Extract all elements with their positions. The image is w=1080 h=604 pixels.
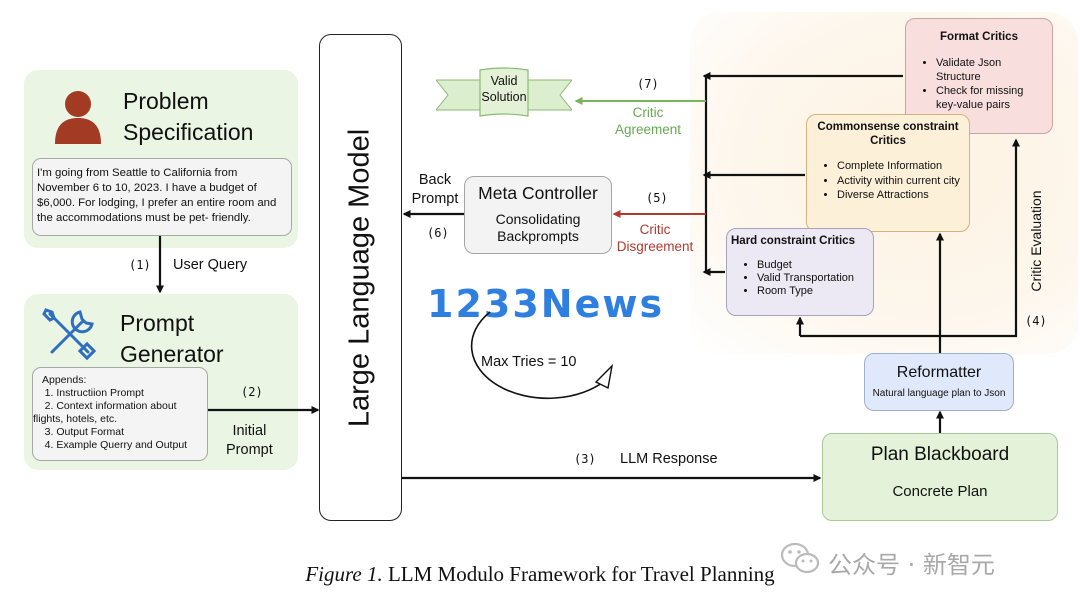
- format-critics-title: Format Critics: [940, 31, 1018, 43]
- plan-blackboard-title: Plan Blackboard: [870, 444, 1010, 465]
- max-tries-loop-arrowhead: [594, 363, 614, 390]
- back-prompt-step: (6): [427, 226, 449, 240]
- prompt-generator-title: Prompt Generator: [120, 310, 224, 367]
- critic-agreement-label: Critic Agreement: [614, 105, 682, 137]
- appends-item: 2. Context information about: [33, 400, 177, 412]
- figure-caption-text: LLM Modulo Framework for Travel Planning: [382, 562, 775, 586]
- figure-caption: Figure 1. LLM Modulo Framework for Trave…: [305, 562, 774, 587]
- back-prompt-label: Back Prompt: [411, 172, 459, 207]
- appends-item: 1. Instructiion Prompt: [33, 387, 144, 399]
- hard-constraint-critics-item: Budget: [757, 259, 871, 271]
- commonsense-critics-box: [806, 114, 970, 232]
- initial-prompt-step: (2): [241, 385, 263, 399]
- user-query-step: (1): [129, 258, 151, 272]
- reformatter-title: Reformatter: [896, 364, 982, 381]
- prompt-appends-box: [32, 367, 208, 461]
- commonsense-critics-title: Commonsense constraint Critics: [817, 121, 959, 147]
- format-critics-item: Validate Json Structure: [936, 57, 1046, 84]
- appends-item: 4. Example Querry and Output: [33, 439, 188, 451]
- meta-controller-box: [464, 176, 612, 254]
- hard-constraint-critics-item: Valid Transportation: [757, 272, 871, 284]
- commonsense-critics-item: Diverse Attractions: [837, 189, 963, 203]
- valid-solution-label: Valid Solution: [481, 74, 527, 104]
- reformatter-subtitle: Natural language plan to Json: [872, 388, 1006, 399]
- figure-caption-number: Figure 1.: [305, 562, 383, 586]
- reformatter-box: [864, 353, 1014, 411]
- critic-evaluation-step: (4): [1025, 314, 1047, 328]
- plan-blackboard-box: [822, 433, 1058, 521]
- commonsense-critics-item: Activity within current city: [837, 175, 963, 189]
- problem-statement-text: I'm going from Seattle to California fro…: [37, 167, 277, 224]
- llm-response-label: LLM Response: [620, 451, 718, 467]
- problem-specification-title: Problem Specification: [123, 88, 254, 145]
- initial-prompt-label: Initial Prompt: [226, 423, 273, 458]
- hard-constraint-critics-item: Room Type: [757, 285, 871, 297]
- critic-disagreement-step: (5): [646, 191, 668, 205]
- wechat-icon: [780, 542, 820, 576]
- critic-evaluation-path: [800, 138, 1020, 338]
- plan-blackboard-subtitle: Concrete Plan: [892, 483, 988, 500]
- user-query-label: User Query: [173, 257, 248, 273]
- max-tries-loop-arrow: [470, 311, 607, 400]
- hard-constraint-critics-title: Hard constraint Critics: [731, 235, 855, 247]
- commonsense-critics-item: Complete Information: [837, 160, 963, 174]
- appends-item: 3. Output Format: [33, 426, 125, 438]
- hard-constraint-critics-box: [726, 228, 874, 316]
- watermark-text: 1233News: [427, 282, 665, 326]
- tools-icon: [42, 306, 98, 362]
- problem-statement-box: [32, 158, 292, 236]
- appends-list: 1. Instructiion Prompt 2. Context inform…: [33, 387, 187, 452]
- user-icon: [52, 88, 104, 144]
- format-critics-item: Check for missing key-value pairs: [936, 85, 1046, 112]
- appends-item: flights, hotels, etc.: [33, 413, 118, 425]
- valid-solution-banner: [434, 66, 574, 122]
- critic-disagreement-label: Critic Disgreement: [616, 222, 694, 254]
- max-tries-label: Max Tries = 10: [481, 354, 577, 370]
- hard-constraint-critics-list: Budget Valid Transportation Room Type: [743, 259, 871, 298]
- format-critics-list: Validate Json Structure Check for missin…: [922, 57, 1046, 113]
- meta-controller-title: Meta Controller: [478, 183, 598, 203]
- critic-agreement-step: (7): [637, 77, 659, 91]
- meta-controller-subtitle: Consolidating Backprompts: [495, 211, 581, 244]
- large-language-model-box: [319, 34, 402, 521]
- wechat-account-text: 公众号 · 新智元: [828, 551, 995, 579]
- appends-title: Appends:: [42, 374, 87, 386]
- llm-response-step: (3): [574, 452, 596, 466]
- commonsense-critics-list: Complete Information Activity within cur…: [823, 160, 963, 204]
